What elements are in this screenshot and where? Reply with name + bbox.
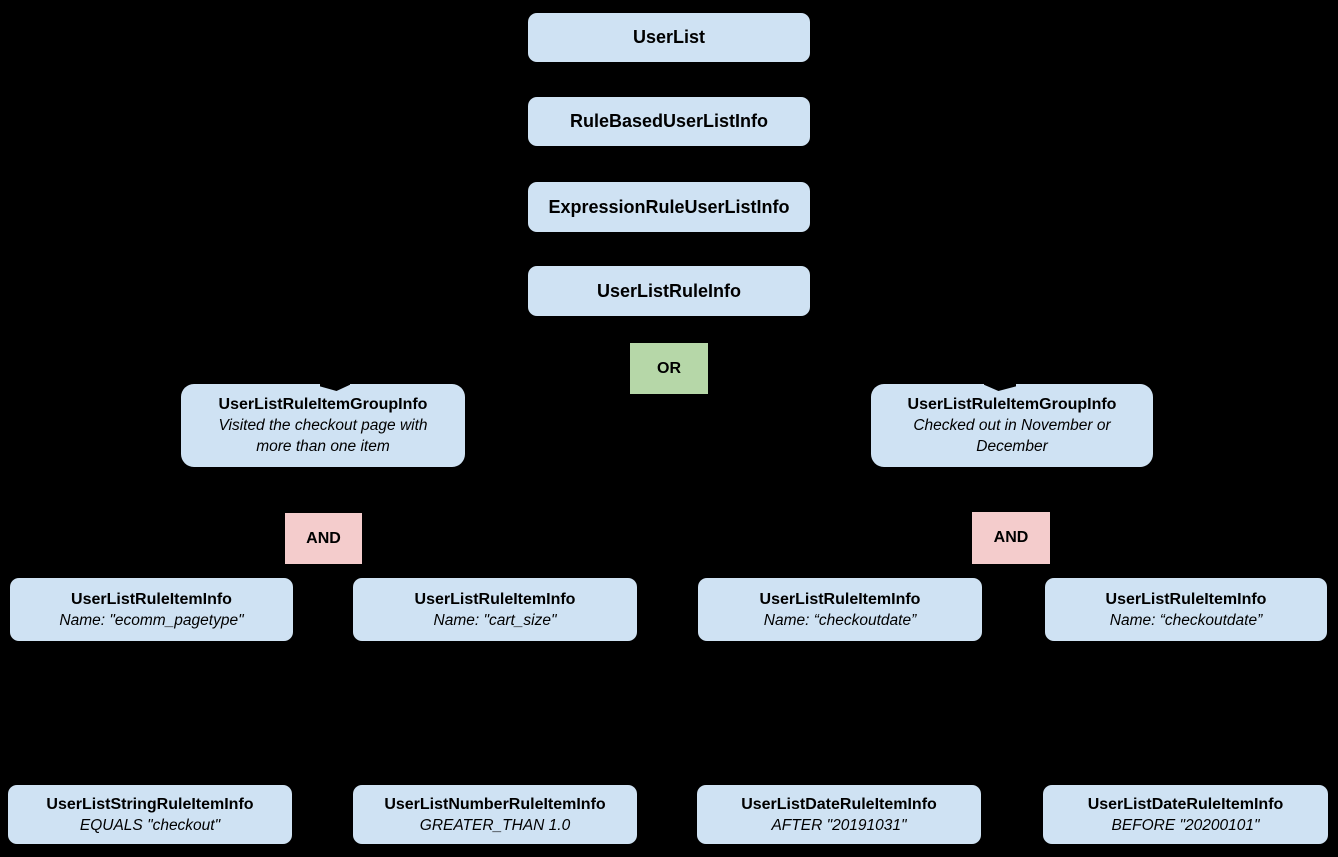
node-dateruleitem-after: UserListDateRuleItemInfo AFTER "20191031… [697,785,981,844]
group-description: Checked out in November or December [913,417,1111,455]
group-description: Visited the checkout page with more than… [218,417,428,455]
node-stringruleitem: UserListStringRuleItemInfo EQUALS "check… [8,785,292,844]
leaf-item-title: UserListDateRuleItemInfo [741,795,937,813]
leaf-item-detail: EQUALS "checkout" [79,816,221,834]
and-label: AND [306,529,341,547]
leaf-item-detail: BEFORE "20200101" [1111,816,1260,834]
rule-item-title: UserListRuleItemInfo [414,590,576,608]
rule-item-title: UserListRuleItemInfo [71,590,232,608]
rule-item-detail: Name: “checkoutdate” [1109,611,1263,629]
and-operator-left: AND [285,513,362,564]
node-label: RuleBasedUserListInfo [569,111,769,131]
leaf-item-title: UserListNumberRuleItemInfo [384,795,606,813]
leaf-item-title: UserListStringRuleItemInfo [46,795,254,813]
leaf-item-title: UserListDateRuleItemInfo [1087,795,1284,813]
rule-item-detail: Name: “checkoutdate” [763,611,917,629]
node-ruleitemgroup-left: UserListRuleItemGroupInfo Visited the ch… [181,384,465,467]
and-label: AND [993,529,1029,546]
leaf-item-detail: GREATER_THAN 1.0 [419,816,571,834]
node-userlist: UserList [528,13,810,62]
or-label: OR [657,359,681,377]
node-ruleitem-checkoutdate-1: UserListRuleItemInfo Name: “checkoutdate… [698,578,982,641]
node-expressionruleuserlistinfo: ExpressionRuleUserListInfo [528,182,810,232]
node-label: ExpressionRuleUserListInfo [548,196,790,217]
node-dateruleitem-before: UserListDateRuleItemInfo BEFORE "2020010… [1043,785,1328,844]
group-title: UserListRuleItemGroupInfo [218,396,428,413]
group-title: UserListRuleItemGroupInfo [907,396,1117,413]
node-label: UserList [632,27,706,47]
and-operator-right: AND [972,512,1050,564]
node-userlistruleinfo: UserListRuleInfo [528,266,810,316]
node-ruleitem-ecomm-pagetype: UserListRuleItemInfo Name: "ecomm_pagety… [10,578,293,641]
connector-arrowhead-artifact [984,383,1016,391]
node-label: UserListRuleInfo [596,280,742,301]
or-operator: OR [630,343,708,394]
node-numberruleitem: UserListNumberRuleItemInfo GREATER_THAN … [353,785,637,844]
connector-arrowhead-artifact [320,383,350,391]
rule-item-title: UserListRuleItemInfo [1105,590,1267,608]
node-ruleitem-checkoutdate-2: UserListRuleItemInfo Name: “checkoutdate… [1045,578,1327,641]
node-ruleitem-cart-size: UserListRuleItemInfo Name: "cart_size" [353,578,637,641]
rule-item-title: UserListRuleItemInfo [759,590,921,608]
node-ruleitemgroup-right: UserListRuleItemGroupInfo Checked out in… [871,384,1153,467]
leaf-item-detail: AFTER "20191031" [771,816,907,834]
rule-item-detail: Name: "cart_size" [433,611,557,629]
node-rulebaseduserlistinfo: RuleBasedUserListInfo [528,97,810,146]
rule-item-detail: Name: "ecomm_pagetype" [59,611,244,629]
